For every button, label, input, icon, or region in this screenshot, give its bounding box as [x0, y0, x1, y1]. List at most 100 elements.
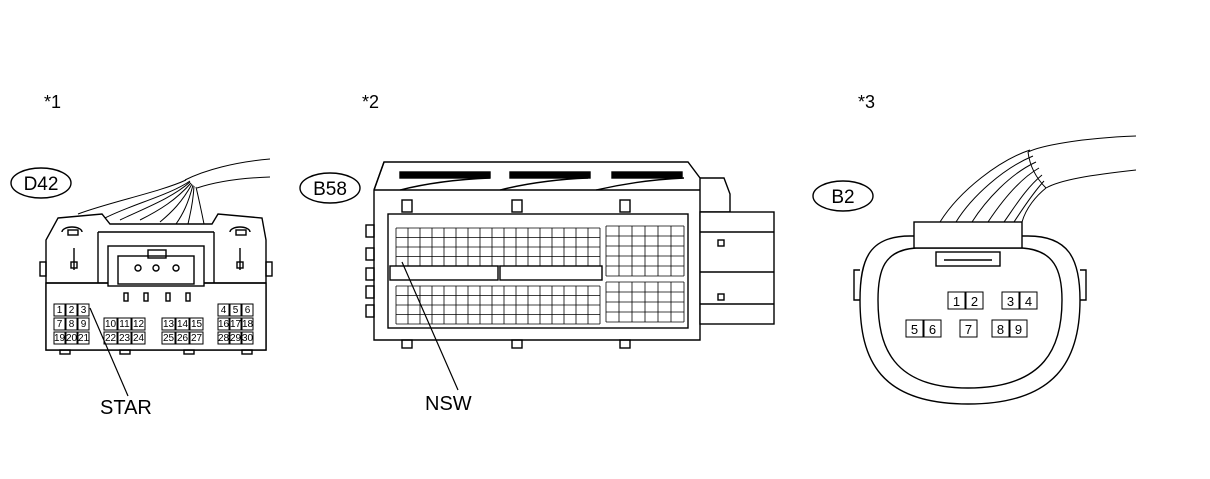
pin-cell — [103, 331, 118, 345]
pin-number: 14 — [177, 319, 189, 330]
pin-number: 22 — [105, 333, 117, 344]
pin-cell — [1001, 291, 1020, 310]
pin-number: 10 — [105, 319, 117, 330]
pin-number: 30 — [242, 333, 254, 344]
pin-cell — [229, 331, 242, 345]
b58-pin-grid — [395, 225, 685, 325]
pin-number: 27 — [191, 333, 203, 344]
pin-number: 19 — [54, 333, 66, 344]
connector-id-label: D42 — [24, 174, 59, 195]
connector-id-bubble — [812, 180, 874, 212]
pin-number: 5 — [911, 322, 918, 337]
wire-bundle — [77, 158, 271, 225]
figure-ref-1: *1 — [44, 92, 61, 112]
pin-cell — [217, 317, 230, 331]
connector-id-label: B58 — [313, 179, 347, 200]
pin-number: 16 — [218, 319, 230, 330]
pin-cell — [241, 317, 254, 331]
pin-number: 7 — [57, 319, 63, 330]
pin-number: 21 — [78, 333, 90, 344]
pin-cell — [161, 331, 176, 345]
pin-number: 1 — [953, 294, 960, 309]
pin-cell — [229, 303, 242, 317]
pin-cell — [1019, 291, 1038, 310]
nsw-leader-line — [401, 261, 459, 391]
pin-number: 4 — [1025, 294, 1032, 309]
pin-number: 8 — [69, 319, 75, 330]
pin-cell — [905, 319, 924, 338]
pin-number: 3 — [1007, 294, 1014, 309]
wire-bundle — [939, 135, 1137, 223]
pin-number: 5 — [233, 305, 239, 316]
pin-cell — [189, 317, 204, 331]
pin-number: 23 — [119, 333, 131, 344]
pin-number: 7 — [965, 322, 972, 337]
pin-number: 15 — [191, 319, 203, 330]
figure-ref-2: *2 — [362, 92, 379, 112]
pin-number: 11 — [119, 319, 130, 330]
pin-number: 18 — [242, 319, 254, 330]
pin-cell — [131, 317, 146, 331]
pin-cell — [965, 291, 984, 310]
pin-cell — [947, 291, 966, 310]
nsw-callout-label: NSW — [425, 393, 472, 415]
pin-cell — [77, 317, 90, 331]
pin-number: 9 — [1015, 322, 1022, 337]
pin-cell — [241, 331, 254, 345]
star-callout-label: STAR — [100, 397, 152, 419]
pin-number: 13 — [163, 319, 175, 330]
pin-number: 26 — [177, 333, 189, 344]
star-leader-line — [89, 307, 129, 397]
connector-b58: B58 — [299, 161, 775, 349]
pin-cell — [65, 303, 78, 317]
pin-number: 6 — [929, 322, 936, 337]
pin-cell — [923, 319, 942, 338]
pin-number: 17 — [230, 319, 242, 330]
pin-cell — [241, 303, 254, 317]
pin-cell — [53, 303, 66, 317]
pin-cell — [175, 317, 190, 331]
pin-number: 12 — [133, 319, 145, 330]
pin-cell — [53, 331, 66, 345]
pin-cell — [77, 331, 90, 345]
pin-cell — [65, 331, 78, 345]
pin-number: 9 — [81, 319, 87, 330]
pin-cell — [117, 331, 132, 345]
pin-number: 2 — [971, 294, 978, 309]
connector-d42: D42 — [10, 158, 273, 355]
pin-number: 29 — [230, 333, 242, 344]
pin-number: 25 — [163, 333, 175, 344]
connector-id-bubble — [10, 167, 72, 199]
pin-cell — [117, 317, 132, 331]
pin-cell — [131, 331, 146, 345]
connector-id-label: B2 — [831, 187, 854, 208]
pin-number: 8 — [997, 322, 1004, 337]
pin-number: 28 — [218, 333, 230, 344]
pin-cell — [217, 331, 230, 345]
pin-number: 1 — [57, 305, 63, 316]
pin-cell — [1009, 319, 1028, 338]
connector-id-bubble — [299, 172, 361, 204]
pin-number: 6 — [245, 305, 251, 316]
pin-cell — [229, 317, 242, 331]
pin-cell — [217, 303, 230, 317]
pin-cell — [959, 319, 978, 338]
pin-number: 2 — [69, 305, 75, 316]
figure-ref-3: *3 — [858, 92, 875, 112]
pin-cell — [53, 317, 66, 331]
pin-cell — [991, 319, 1010, 338]
pin-number: 20 — [66, 333, 78, 344]
pin-number: 4 — [221, 305, 227, 316]
pin-cell — [65, 317, 78, 331]
pin-cell — [161, 317, 176, 331]
pin-number: 24 — [133, 333, 145, 344]
pin-cell — [103, 317, 118, 331]
pin-number: 3 — [81, 305, 87, 316]
pin-cell — [189, 331, 204, 345]
pin-cell — [77, 303, 90, 317]
pin-cell — [175, 331, 190, 345]
